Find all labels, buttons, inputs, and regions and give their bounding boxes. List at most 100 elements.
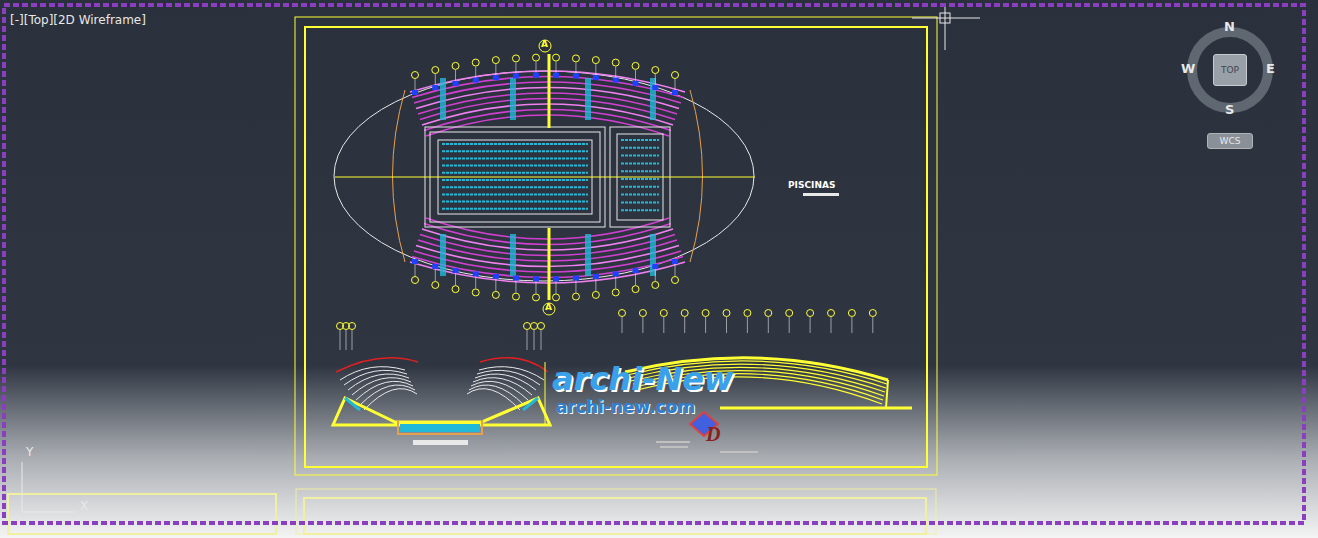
grid-leader <box>663 317 664 333</box>
grid-leader <box>455 271 456 285</box>
title-underline <box>803 193 839 196</box>
grid-leader <box>810 317 811 333</box>
grid-leader <box>747 317 748 333</box>
grid-bubble <box>672 277 679 284</box>
grid-bubble <box>869 310 876 317</box>
grid-bubble <box>472 289 479 296</box>
stand-section <box>352 378 411 395</box>
grid-bubble <box>532 294 539 301</box>
grid-bubble <box>652 281 659 288</box>
grid-leader <box>555 279 556 293</box>
column <box>473 271 479 276</box>
grid-leader <box>615 274 616 288</box>
stand-section <box>467 389 520 410</box>
axis-letter: X <box>80 500 88 513</box>
grid-bubble <box>612 289 619 296</box>
grid-bubble <box>552 294 559 301</box>
grid-bubble <box>639 310 646 317</box>
stair-block <box>510 234 516 276</box>
pool-lane <box>621 170 659 172</box>
grid-bubble <box>572 55 579 62</box>
grid-leader <box>705 317 706 333</box>
pool-lane <box>442 143 588 145</box>
grid-leader <box>535 279 536 293</box>
grid-leader <box>475 274 476 288</box>
grid-bubble <box>807 310 814 317</box>
grid-bubble <box>619 310 626 317</box>
stand-section <box>360 385 415 405</box>
column <box>412 90 418 95</box>
drawing-title: PISCINAS <box>788 181 835 191</box>
watermark: archi-new.com <box>556 398 695 417</box>
stair-block <box>440 234 446 276</box>
grid-bubble <box>412 277 419 284</box>
stand-edge <box>393 90 406 262</box>
stand-edge <box>690 90 703 262</box>
grid-leader <box>726 317 727 333</box>
grid-bubble <box>681 310 688 317</box>
stand-section <box>364 389 417 410</box>
pool-lane <box>621 201 659 203</box>
watermark: archi-New <box>552 362 733 397</box>
pool-lane <box>442 165 588 167</box>
torn-border <box>4 5 1304 523</box>
grid-bubble <box>472 59 479 66</box>
grid-leader <box>768 317 769 333</box>
grid-bubble <box>512 293 519 300</box>
column <box>573 73 579 78</box>
grid-bubble <box>572 293 579 300</box>
column <box>533 73 539 78</box>
roof-section <box>480 358 548 372</box>
cursor <box>912 18 980 19</box>
pool-lane <box>621 139 659 141</box>
grid-bubble <box>349 323 356 330</box>
compass-letter: S <box>1225 103 1234 117</box>
grid-leader <box>495 277 496 291</box>
level-line <box>545 362 546 425</box>
grid-leader <box>789 317 790 333</box>
pool-lane <box>621 155 659 157</box>
column <box>533 276 539 281</box>
section-line <box>548 54 551 128</box>
ground-line <box>720 407 912 410</box>
pool-lane <box>442 179 588 181</box>
column <box>513 276 519 281</box>
stair-block <box>440 78 446 120</box>
column <box>672 90 678 95</box>
pool-lane <box>442 172 588 174</box>
column <box>672 259 678 264</box>
pool-lane <box>621 162 659 164</box>
grid-leader <box>541 330 542 350</box>
grid-leader <box>534 330 535 350</box>
logo-letter: D <box>706 423 720 445</box>
grid-bubble <box>552 54 559 61</box>
grid-bubble <box>524 323 531 330</box>
column <box>432 85 438 90</box>
section-letter: A <box>541 40 548 50</box>
grid-leader <box>675 262 676 276</box>
stadium-drawing <box>8 5 1268 534</box>
column <box>453 268 459 273</box>
grid-leader <box>655 267 656 281</box>
axis-letter: Y <box>26 446 33 459</box>
grid-leader <box>635 271 636 285</box>
grid-leader <box>684 317 685 333</box>
stand-section <box>345 398 538 410</box>
grid-bubble <box>592 291 599 298</box>
compass-ring <box>1192 32 1268 108</box>
pool-lane <box>621 209 659 211</box>
grid-bubble <box>632 62 639 69</box>
cursor <box>945 5 946 50</box>
column <box>652 264 658 269</box>
grid-leader <box>642 317 643 333</box>
grid-bubble <box>702 310 709 317</box>
wcs-menu: WCS <box>1207 133 1253 149</box>
grid-leader <box>340 330 341 350</box>
grid-leader <box>515 279 516 293</box>
stair-block <box>510 78 516 120</box>
next-sheet <box>296 489 936 534</box>
grid-leader <box>527 330 528 350</box>
section-title-bar <box>413 440 468 445</box>
grid-leader <box>575 279 576 293</box>
